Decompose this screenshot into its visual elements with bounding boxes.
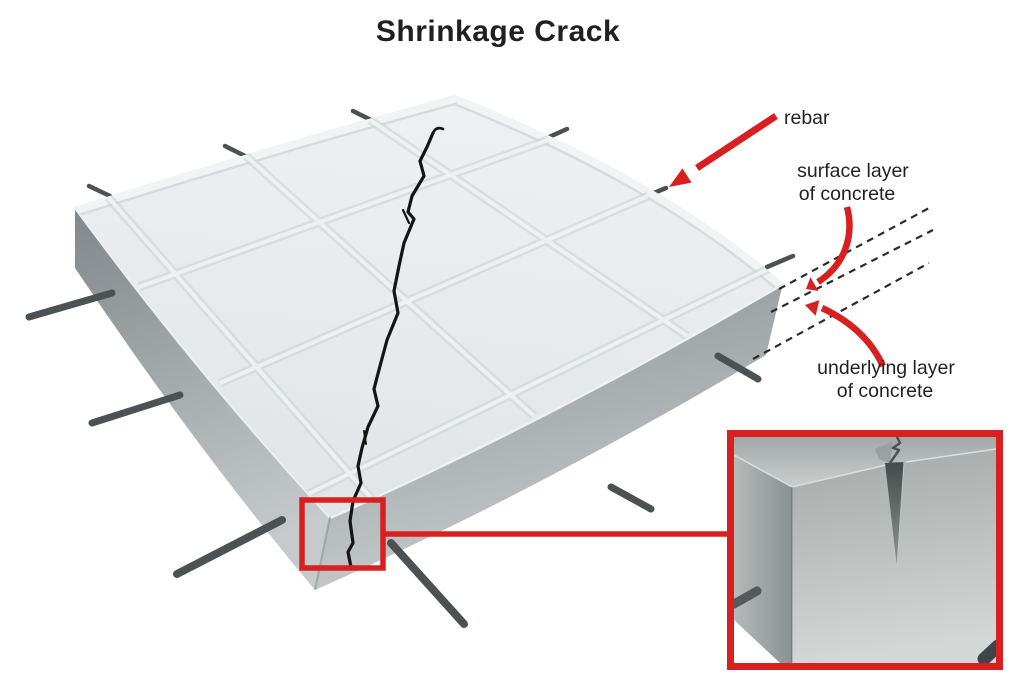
- rim-face: [452, 95, 783, 289]
- inset-crack: [875, 437, 905, 568]
- layer-dashed-line: [770, 229, 934, 313]
- crack-inset: [727, 430, 1003, 670]
- inset-left-face: [734, 455, 792, 663]
- underlying-layer-arrow: [805, 300, 886, 368]
- dashed-layer-lines: [752, 206, 934, 360]
- layer-dashed-line: [778, 206, 932, 290]
- inset-ridge-highlight: [734, 448, 997, 488]
- rebar-stub: [222, 143, 250, 160]
- inset-front-face: [792, 449, 996, 663]
- rebar-label: rebar: [784, 107, 830, 129]
- underlying-layer-label: underlying layer of concrete: [817, 357, 955, 402]
- diagram-title: Shrinkage Crack: [376, 15, 620, 48]
- svg-text:underlying layer: underlying layer: [817, 357, 955, 379]
- svg-text:of concrete: of concrete: [837, 380, 933, 402]
- concrete-slab: [25, 95, 796, 628]
- rebar-grid: [104, 116, 772, 501]
- inset-top-face: [734, 437, 996, 487]
- rebar-stub: [25, 289, 116, 321]
- callout-arrows: [669, 113, 886, 368]
- surface-layer-arrow: [806, 206, 853, 291]
- surface-layer-label: surface layer of concrete: [797, 160, 909, 205]
- shrinkage-crack-line: [346, 126, 445, 569]
- slab-right-face: [315, 283, 783, 590]
- rebar-arrow: [669, 113, 778, 187]
- rebar-stub: [173, 516, 286, 578]
- slab-corner-edge: [314, 516, 331, 591]
- inset-border: [727, 430, 1003, 670]
- svg-text:of concrete: of concrete: [799, 183, 895, 205]
- rim-face: [75, 95, 457, 215]
- rebar-stub: [714, 352, 762, 383]
- rebar-stub: [607, 483, 655, 513]
- crack-highlight-box: [299, 497, 386, 571]
- rebar-stub: [977, 639, 997, 663]
- rebar-stub: [86, 183, 113, 199]
- rebar-stub: [734, 586, 762, 609]
- rebar-stub: [88, 391, 184, 427]
- svg-text:surface layer: surface layer: [797, 160, 909, 182]
- layer-dashed-line: [752, 262, 930, 360]
- rebar-stub: [764, 253, 796, 270]
- slab-left-face: [75, 207, 330, 590]
- slab-top-face: [75, 95, 783, 517]
- rebar-stub: [387, 539, 468, 628]
- slab-rim: [75, 95, 783, 291]
- rebar-stubs-sides: [25, 289, 762, 628]
